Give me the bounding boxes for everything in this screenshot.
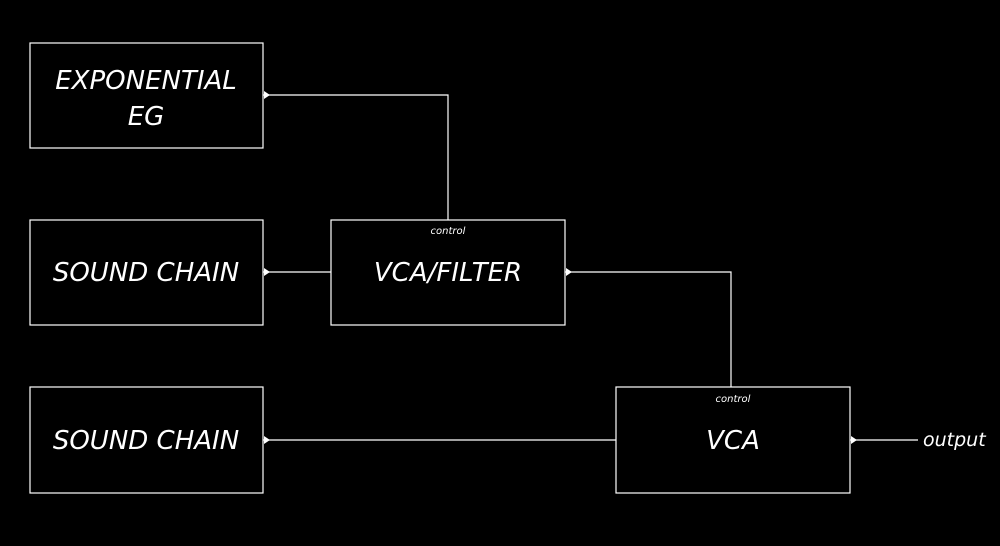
vca-filter-control-label: control [431,226,466,237]
vca-control-label: control [716,394,751,405]
sound-chain-top-label: SOUND CHAIN [53,258,239,288]
output-label: output [923,429,987,451]
eg-output-port-arrow [264,91,270,99]
vca-filter-to-vca-control-wire [565,271,732,387]
vca-filter-label: VCA/FILTER [374,258,522,288]
eg-to-vca-filter-control-wire [263,94,449,220]
sound-chain-top-output-port-arrow [264,268,270,276]
vca-output-port-arrow [851,436,857,444]
vca-filter-block: control VCA/FILTER [330,219,566,326]
exponential-eg-block: EXPONENTIAL EG [29,42,264,149]
vca-filter-output-port-arrow [566,268,572,276]
vca-label: VCA [706,426,760,456]
sound-chain-top-block: SOUND CHAIN [29,219,264,326]
sound-chain-bottom-output-port-arrow [264,436,270,444]
sound-chain-bottom-label: SOUND CHAIN [53,426,239,456]
sound-chain-bottom-block: SOUND CHAIN [29,386,264,494]
connections [263,94,918,441]
exponential-eg-label-line1: EXPONENTIAL [55,66,237,96]
output-ports [264,91,857,444]
exponential-eg-label-line2: EG [128,102,165,132]
vca-block: control VCA [615,386,851,494]
